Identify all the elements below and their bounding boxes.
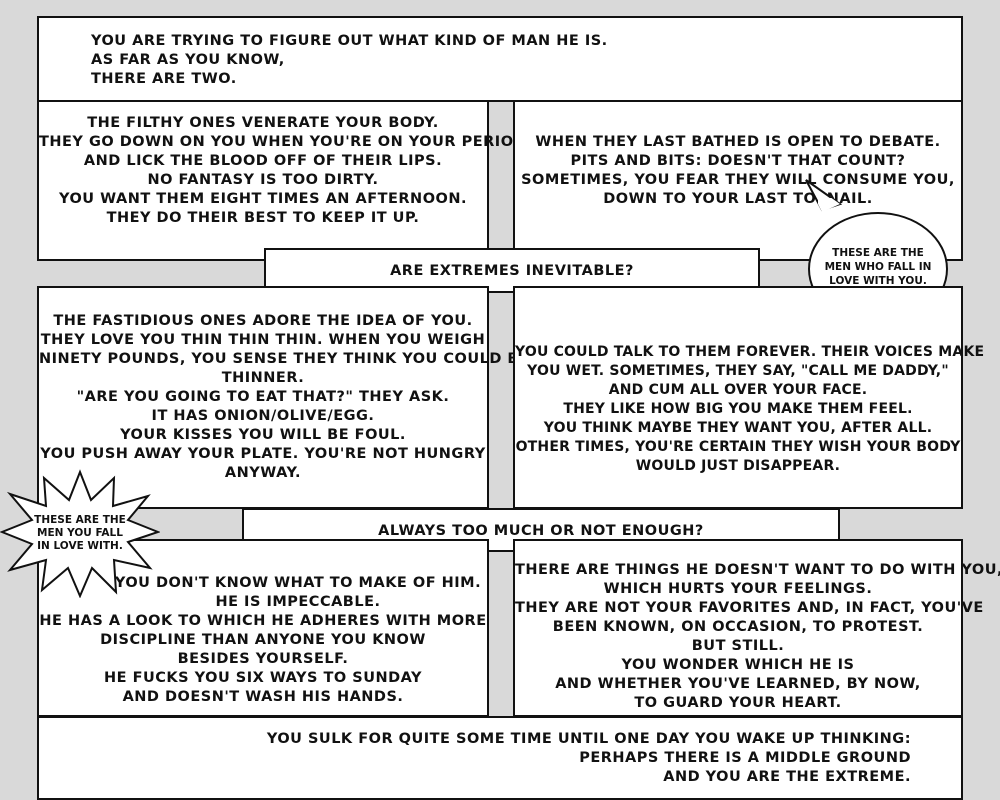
filthy-line: No fantasy is too dirty.: [147, 172, 379, 188]
filthy-line: The filthy ones venerate your body.: [87, 115, 439, 131]
question-1-text: Are extremes inevitable?: [390, 263, 634, 279]
fastidious-line: thinner.: [221, 370, 305, 386]
filthy-text: The filthy ones venerate your body. They…: [39, 114, 527, 228]
bathed-line: down to your last toenail.: [603, 191, 873, 207]
talk-line: They like how big you make them feel.: [563, 401, 913, 417]
things-line: They are not your favorites and, in fact…: [515, 600, 984, 616]
bathed-text: When they last bathed is open to debate.…: [515, 133, 961, 209]
filthy-line: They go down on you when you're on your …: [39, 134, 527, 150]
impeccable-line: He is impeccable.: [215, 594, 381, 610]
talk-line: you wet. Sometimes, they say, "Call me d…: [527, 363, 949, 379]
impeccable-line: You don't know what to make of him.: [114, 575, 482, 591]
impeccable-line: He has a look to which he adheres with m…: [39, 613, 487, 629]
fastidious-line: The fastidious ones adore the idea of yo…: [53, 313, 473, 329]
bathed-line: Pits and bits: doesn't that count?: [570, 153, 906, 169]
things-line: which hurts your feelings.: [603, 581, 873, 597]
speech-bubble-text: These are the men who fall in love with …: [810, 246, 946, 288]
fastidious-line: ninety pounds, you sense they think you …: [39, 351, 530, 367]
fastidious-text: The fastidious ones adore the idea of yo…: [39, 312, 530, 483]
starburst-line: These are the: [34, 514, 126, 526]
impeccable-line: discipline than anyone you know: [100, 632, 426, 648]
impeccable-line: besides yourself.: [177, 651, 349, 667]
ending-text: You sulk for quite some time until one d…: [267, 730, 911, 787]
impeccable-line: and doesn't wash his hands.: [122, 689, 404, 705]
things-line: been known, on occasion, to protest.: [552, 619, 924, 635]
intro-text: You are trying to figure out what kind o…: [91, 32, 608, 89]
filthy-panel: The filthy ones venerate your body. They…: [37, 100, 527, 261]
ending-panel: You sulk for quite some time until one d…: [37, 716, 963, 800]
fastidious-line: You push away your plate. You're not hun…: [40, 446, 486, 462]
bathed-line: When they last bathed is open to debate.: [535, 134, 941, 150]
things-line: You wonder which he is: [621, 657, 855, 673]
intro-line: You are trying to figure out what kind o…: [91, 33, 608, 49]
starburst-text: These are the men you fall in love with.: [0, 514, 160, 553]
impeccable-text: You don't know what to make of him. He i…: [39, 574, 487, 707]
filthy-line: You want them eight times an afternoon.: [59, 191, 467, 207]
ending-line: You sulk for quite some time until one d…: [266, 731, 911, 747]
talk-line: and cum all over your face.: [608, 382, 868, 398]
bathed-panel: When they last bathed is open to debate.…: [513, 100, 963, 261]
filthy-line: They do their best to keep it up.: [106, 210, 420, 226]
intro-line: there are two.: [91, 71, 237, 87]
talk-line: You think maybe they want you, after all…: [543, 420, 933, 436]
starburst-line: men you fall: [37, 527, 123, 539]
fastidious-line: anyway.: [224, 465, 302, 481]
fastidious-panel: The fastidious ones adore the idea of yo…: [37, 286, 530, 509]
fastidious-line: Your kisses you will be foul.: [120, 427, 406, 443]
talk-line: You could talk to them forever. Their vo…: [515, 344, 985, 360]
talk-line: Other times, you're certain they wish yo…: [515, 439, 961, 455]
speech-bubble-tail-cover: [818, 198, 840, 212]
talk-panel: You could talk to them forever. Their vo…: [513, 286, 985, 509]
speech-bubble-line: These are the: [832, 247, 924, 259]
starburst: These are the men you fall in love with.: [0, 468, 160, 598]
fastidious-line: "Are you going to eat that?" they ask.: [76, 389, 450, 405]
question-bar-1: Are extremes inevitable?: [264, 248, 760, 293]
intro-panel: You are trying to figure out what kind o…: [37, 16, 963, 102]
speech-bubble-line: men who fall in: [824, 261, 932, 273]
question-2-text: Always too much or not enough?: [378, 523, 704, 539]
things-line: to guard your heart.: [634, 695, 842, 711]
talk-line: would just disappear.: [635, 458, 841, 474]
speech-bubble-line: love with you.: [829, 275, 927, 287]
things-line: There are things he doesn't want to do w…: [515, 562, 1000, 578]
filthy-line: and lick the blood off of their lips.: [83, 153, 443, 169]
fastidious-line: It has onion/olive/egg.: [151, 408, 375, 424]
things-text: There are things he doesn't want to do w…: [515, 561, 1000, 713]
things-line: But still.: [691, 638, 785, 654]
things-line: and whether you've learned, by now,: [555, 676, 921, 692]
impeccable-line: He fucks you six ways to Sunday: [104, 670, 422, 686]
talk-text: You could talk to them forever. Their vo…: [515, 343, 985, 476]
bathed-line: Sometimes, you fear they will consume yo…: [521, 172, 955, 188]
fastidious-line: They love you thin thin thin. When you w…: [40, 332, 486, 348]
intro-line: As far as you know,: [91, 52, 285, 68]
ending-line: perhaps there is a middle ground: [579, 750, 911, 766]
things-panel: There are things he doesn't want to do w…: [513, 539, 1000, 717]
starburst-line: in love with.: [37, 540, 123, 552]
ending-line: and you are the extreme.: [663, 769, 911, 785]
